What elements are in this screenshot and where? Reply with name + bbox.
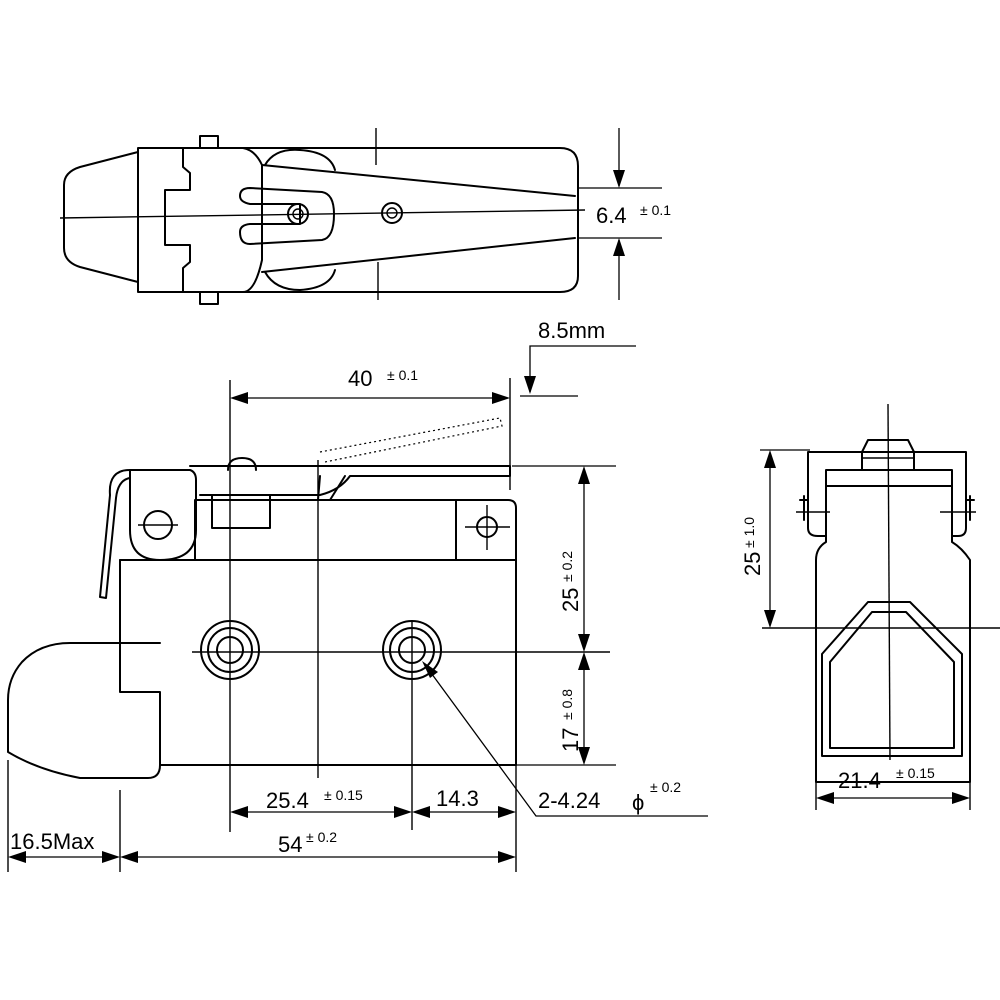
top-view-slot [239, 187, 335, 245]
dim-6-4: 6.4 ± 0.1 [578, 128, 671, 300]
dim-6-4-value: 6.4 [596, 203, 627, 228]
side-view-plunger [821, 601, 963, 757]
dim-17-value: 17 [558, 728, 583, 752]
dim-25-vertical: 25 ± 0.2 [512, 465, 616, 652]
top-view-plunger [63, 151, 139, 283]
top-view-roller-top [264, 148, 336, 171]
dim-hole-tolerance: ± 0.2 [650, 779, 681, 795]
dim-side-25-tolerance: ± 1.0 [741, 517, 757, 548]
front-view-actuator [211, 494, 271, 529]
dim-hole-value: 2-4.24 [538, 788, 600, 813]
dim-16-5-value: 16.5Max [10, 829, 94, 854]
top-view: 6.4 ± 0.1 [59, 128, 671, 305]
dim-54-tolerance: ± 0.2 [306, 829, 337, 845]
front-view-wire [99, 469, 131, 599]
side-view: 25 ± 1.0 21.4 ± 0.15 [740, 403, 1000, 810]
top-view-lever [261, 164, 576, 273]
dim-side-21-4-tolerance: ± 0.15 [896, 765, 935, 781]
dim-25-4: 25.4 ± 0.15 [230, 787, 412, 818]
top-view-body [137, 147, 579, 293]
front-view-plunger [7, 642, 161, 779]
dim-40-tolerance: ± 0.1 [387, 367, 418, 383]
dim-8-5mm-value: 8.5mm [538, 318, 605, 343]
front-view-lever-travel [319, 417, 503, 463]
front-view-hinge [129, 469, 197, 561]
dim-14-3: 14.3 [412, 786, 516, 818]
dim-17-tolerance: ± 0.8 [559, 689, 575, 720]
front-view-lever [189, 465, 511, 496]
dim-6-4-tolerance: ± 0.1 [640, 202, 671, 218]
top-view-bracket-tabs [199, 135, 219, 305]
dim-16-5-max: 16.5Max [8, 829, 120, 863]
dim-25-4-value: 25.4 [266, 788, 309, 813]
dim-hole-callout: 2-4.24 ϕ ± 0.2 [422, 661, 708, 817]
top-view-roller-bottom [264, 269, 336, 291]
dim-54: 54 ± 0.2 [120, 829, 516, 863]
side-view-bracket [807, 451, 967, 537]
dim-40-value: 40 [348, 366, 372, 391]
dim-side-21-4: 21.4 ± 0.15 [815, 765, 971, 810]
dim-54-value: 54 [278, 832, 302, 857]
side-view-roller [861, 439, 915, 471]
dim-side-25: 25 ± 1.0 [740, 449, 810, 628]
dim-25-tolerance: ± 0.2 [559, 551, 575, 582]
dim-25-4-tolerance: ± 0.15 [324, 787, 363, 803]
dim-hole-diameter-symbol: ϕ [632, 790, 644, 815]
dim-side-21-4-value: 21.4 [838, 768, 881, 793]
dim-14-3-value: 14.3 [436, 786, 479, 811]
front-view: 8.5mm 40 ± 0.1 25 ± 0.2 17 ± 0.8 [7, 318, 708, 872]
dim-8-5mm: 8.5mm [520, 318, 636, 397]
dim-17-vertical: 17 ± 0.8 [516, 652, 616, 766]
dim-side-25-value: 25 [740, 552, 765, 576]
top-view-bracket [164, 147, 263, 293]
dim-25-value: 25 [558, 588, 583, 612]
dim-40: 40 ± 0.1 [230, 366, 510, 404]
